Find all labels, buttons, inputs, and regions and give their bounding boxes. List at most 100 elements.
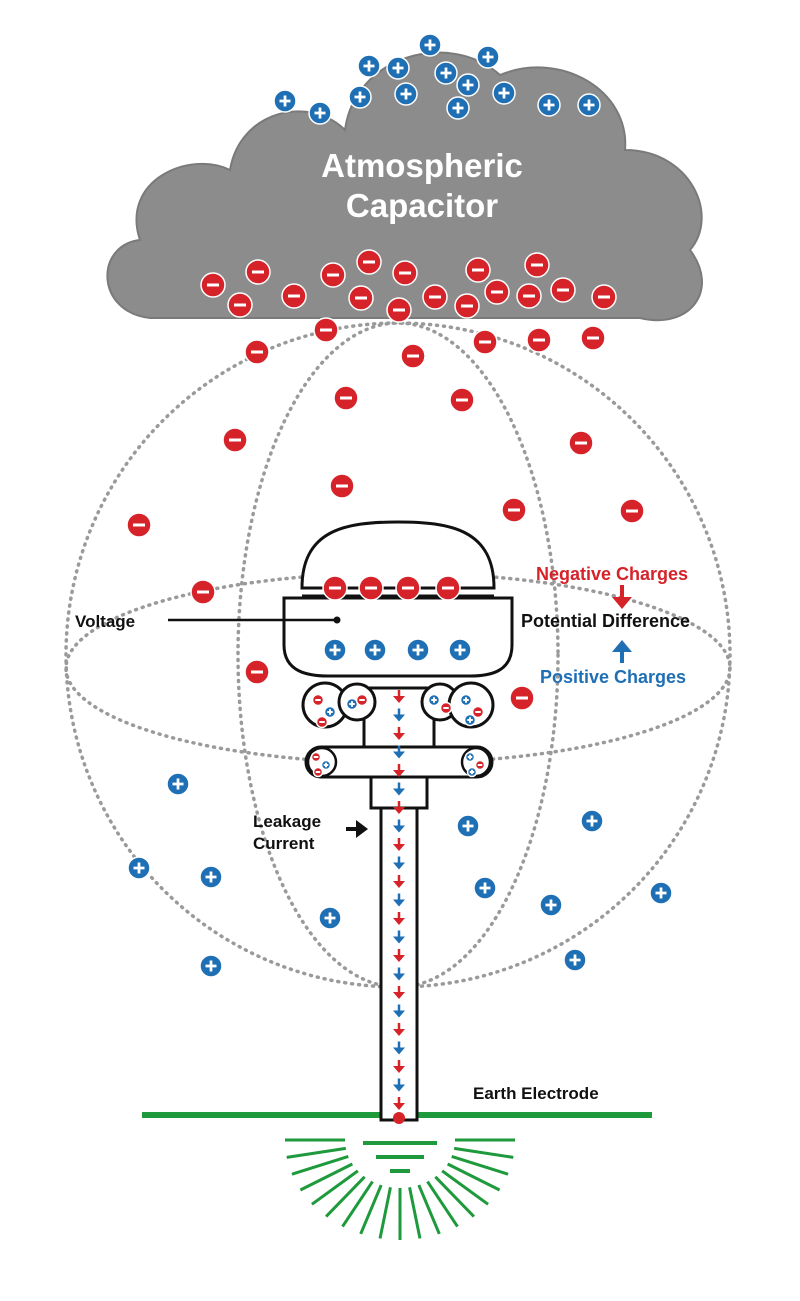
leakage-arrow-icon xyxy=(393,912,405,925)
positive-charge xyxy=(577,93,601,117)
ground-ray xyxy=(286,1146,347,1159)
leakage-arrow-icon xyxy=(393,690,405,703)
negative-charge xyxy=(190,579,216,605)
ball-charge xyxy=(311,693,325,707)
earth-electrode xyxy=(142,1112,652,1240)
positive-charge xyxy=(456,814,480,838)
positive-charge xyxy=(273,89,297,113)
leakage-arrow-icon xyxy=(393,930,405,944)
negative-charge xyxy=(244,339,270,365)
ground-ray xyxy=(446,1162,501,1192)
dome-negative-charge xyxy=(435,575,461,601)
ground-ray xyxy=(434,1175,475,1218)
negative-charge xyxy=(509,685,535,711)
positive-charge xyxy=(357,54,381,78)
negative-charge xyxy=(501,497,527,523)
positive-charge xyxy=(537,93,561,117)
positive-charge xyxy=(492,81,516,105)
positive-charge xyxy=(563,948,587,972)
ground-ray xyxy=(311,1169,359,1206)
negative-charge xyxy=(392,260,418,286)
leakage-arrow-icon xyxy=(393,967,405,981)
charges-layer xyxy=(126,33,673,978)
positive-charge xyxy=(446,96,470,120)
negative-charge xyxy=(526,327,552,353)
ring-charge xyxy=(474,759,486,771)
leakage-arrow-icon xyxy=(393,875,405,888)
positive-charge xyxy=(580,809,604,833)
leakage-label-line1: Leakage xyxy=(253,812,321,831)
ball-charge xyxy=(323,705,337,719)
ring-charge xyxy=(320,759,332,771)
negative-charge xyxy=(550,277,576,303)
leakage-arrow-icon xyxy=(393,1023,405,1036)
negative-charge xyxy=(619,498,645,524)
negative-charge xyxy=(484,279,510,305)
negative-charge xyxy=(465,257,491,283)
leakage-arrow-icon xyxy=(393,893,405,907)
leakage-arrow-icon xyxy=(393,819,405,833)
positive-charge xyxy=(649,881,673,905)
ground-rays xyxy=(285,1138,515,1240)
positive-charge xyxy=(473,876,497,900)
negative-charge xyxy=(454,293,480,319)
ball-charge xyxy=(315,715,329,729)
leakage-arrow-icon xyxy=(393,745,405,759)
leakage-arrow-icon xyxy=(393,949,405,962)
ring-charge xyxy=(464,751,476,763)
voltage-label: Voltage xyxy=(75,612,135,631)
negative-charge xyxy=(222,427,248,453)
dome-body xyxy=(282,596,514,678)
positive-charge xyxy=(308,101,332,125)
down-arrow-red-icon xyxy=(612,585,632,609)
ground-ray xyxy=(341,1180,374,1228)
negative-charge xyxy=(244,659,270,685)
up-arrow-blue-icon xyxy=(612,640,632,663)
leakage-flow-arrows xyxy=(393,690,405,1110)
negative-charge xyxy=(472,329,498,355)
negative-charge xyxy=(580,325,606,351)
leakage-arrow-icon xyxy=(393,838,405,851)
negative-charge xyxy=(126,512,152,538)
ball-charge xyxy=(463,713,477,727)
cloud-title-line2: Capacitor xyxy=(346,187,498,224)
negative-charge xyxy=(333,385,359,411)
leakage-arrow-icon xyxy=(393,782,405,796)
dome-head xyxy=(282,520,514,678)
ball-charge xyxy=(355,693,369,707)
positive-charge xyxy=(434,61,458,85)
cloud-title-line1: Atmospheric xyxy=(321,147,523,184)
negative-charge xyxy=(591,284,617,310)
negative-charge xyxy=(245,259,271,285)
negative-charge xyxy=(348,285,374,311)
leakage-arrow-icon xyxy=(393,1060,405,1073)
dome-positive-charge xyxy=(363,638,387,662)
voltage-pointer-dot xyxy=(333,616,341,624)
positive-charge xyxy=(418,33,442,57)
leakage-arrow-icon xyxy=(393,986,405,999)
dome-positive-charge xyxy=(448,638,472,662)
ground-ray xyxy=(325,1175,366,1218)
negative-charge xyxy=(400,343,426,369)
leakage-arrow-icon xyxy=(393,1078,405,1092)
potential-difference-label: Potential Difference xyxy=(521,611,690,631)
leakage-arrow-icon xyxy=(393,1097,405,1110)
atmospheric-cloud xyxy=(106,51,703,322)
negative-charge xyxy=(422,284,448,310)
negative-charge xyxy=(524,252,550,278)
dome-negative-charge xyxy=(322,575,348,601)
leakage-arrow-icon xyxy=(393,856,405,870)
negative-charge xyxy=(356,249,382,275)
negative-charges-label: Negative Charges xyxy=(536,564,688,584)
right-arrow-black-icon xyxy=(346,820,368,838)
negative-charge xyxy=(281,283,307,309)
positive-charges-label: Positive Charges xyxy=(540,667,686,687)
positive-charge xyxy=(348,85,372,109)
ground-ray xyxy=(453,1146,514,1159)
ground-ray xyxy=(451,1154,509,1176)
positive-charge xyxy=(199,865,223,889)
negative-charge xyxy=(449,387,475,413)
negative-charge xyxy=(313,317,339,343)
negative-charge xyxy=(516,283,542,309)
positive-charge xyxy=(318,906,342,930)
